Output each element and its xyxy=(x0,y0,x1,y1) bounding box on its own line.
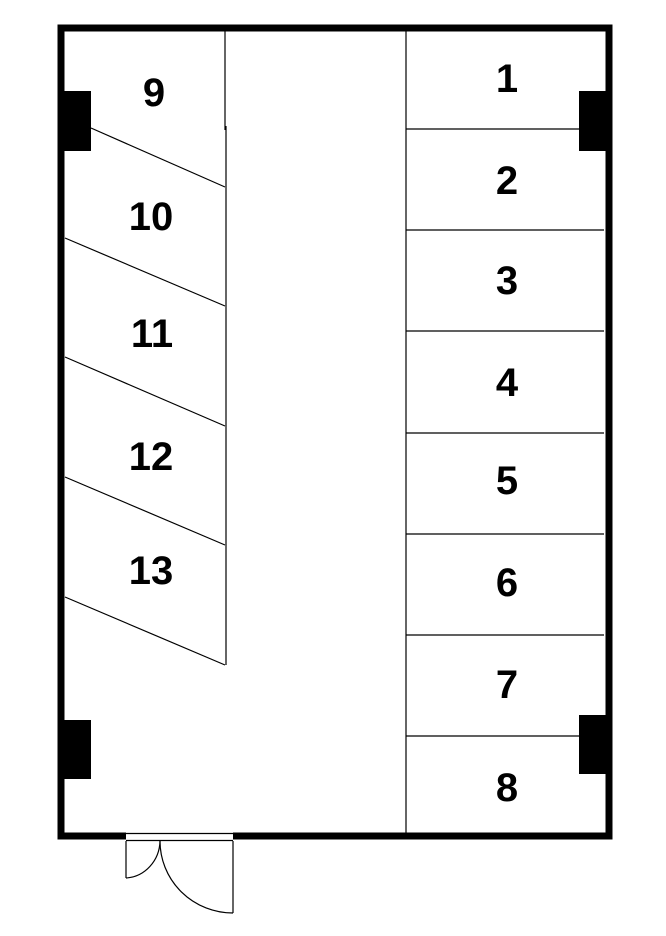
slot-label-9: 9 xyxy=(143,71,165,115)
slot-label-4: 4 xyxy=(496,361,519,405)
door xyxy=(125,840,234,914)
left-slot-divider-1 xyxy=(90,127,226,188)
slot-label-3: 3 xyxy=(496,259,518,303)
pillar-bottom-left xyxy=(61,720,91,779)
outer-wall xyxy=(57,24,613,840)
slot-label-13: 13 xyxy=(129,549,174,593)
left-slot-divider-5 xyxy=(64,596,226,666)
pillar-top-left xyxy=(61,91,91,151)
slot-label-8: 8 xyxy=(496,766,518,810)
slot-label-2: 2 xyxy=(496,159,518,203)
pillar-bottom-right xyxy=(579,715,612,774)
slot-label-6: 6 xyxy=(496,561,518,605)
pillar-top-right xyxy=(579,91,612,151)
left-slot-divider-4 xyxy=(64,476,226,546)
slot-label-5: 5 xyxy=(496,459,518,503)
slot-label-7: 7 xyxy=(496,663,518,707)
left-slot-dividers xyxy=(64,127,226,666)
left-slot-divider-3 xyxy=(64,356,226,427)
slot-label-12: 12 xyxy=(129,435,174,479)
door-opening xyxy=(126,831,233,841)
slot-label-10: 10 xyxy=(129,195,174,239)
door-right-swing xyxy=(159,840,234,914)
right-slot-dividers xyxy=(406,128,604,737)
left-slot-divider-2 xyxy=(64,237,226,307)
slot-label-1: 1 xyxy=(496,57,518,101)
door-left-swing xyxy=(125,840,161,879)
slot-label-11: 11 xyxy=(131,312,173,356)
